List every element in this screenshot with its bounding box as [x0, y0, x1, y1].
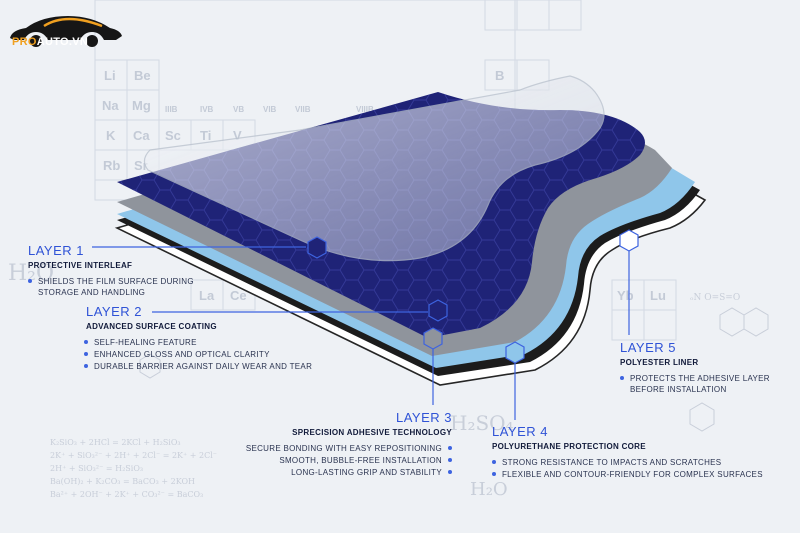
layer-1-marker: [307, 236, 327, 259]
layer-4-bullet: STRONG RESISTANCE TO IMPACTS AND SCRATCH…: [492, 457, 792, 468]
chemistry-formulas-background: K₂SiO₃ + 2HCl = 2KCl + H₂SiO₃ 2K⁺ + SiO₃…: [8, 261, 769, 500]
element-la: La: [199, 288, 215, 303]
group-vb: VB: [233, 105, 244, 114]
svg-text:2H⁺ + SiO₃²⁻ = H₂SiO₃: 2H⁺ + SiO₃²⁻ = H₂SiO₃: [50, 464, 143, 473]
layer-2-callout: LAYER 2 ADVANCED SURFACE COATING SELF-HE…: [84, 304, 386, 373]
layer-3-callout: LAYER 3 SPRECISION ADHESIVE TECHNOLOGY S…: [200, 410, 452, 479]
element-ce: Ce: [230, 288, 247, 303]
layer-3-subtitle: SPRECISION ADHESIVE TECHNOLOGY: [292, 428, 452, 437]
layer-3-bullet-text: SECURE BONDING WITH EASY REPOSITIONING: [245, 444, 442, 453]
element-mg: Mg: [132, 98, 151, 113]
layer-4-subtitle: POLYURETHANE PROTECTION CORE: [492, 442, 646, 451]
layer-2-bullet: SELF-HEALING FEATURE: [84, 337, 386, 348]
bullet-dot-icon: [448, 446, 452, 450]
element-ca: Ca: [133, 128, 150, 143]
svg-text:K₂SiO₃ + 2HCl = 2KCl + H₂SiO₃: K₂SiO₃ + 2HCl = 2KCl + H₂SiO₃: [50, 438, 181, 447]
element-be: Be: [134, 68, 151, 83]
layer-2-subtitle: ADVANCED SURFACE COATING: [86, 322, 217, 331]
brand-prefix: PRO: [12, 36, 37, 48]
bullet-dot-icon: [620, 376, 624, 380]
layer-1-subtitle: PROTECTIVE INTERLEAF: [28, 261, 133, 270]
layer-2-marker: [428, 299, 448, 322]
layer-4-callout: LAYER 4 POLYURETHANE PROTECTION CORE STR…: [492, 424, 792, 481]
bullet-dot-icon: [28, 279, 32, 283]
layer-4-marker: [505, 341, 525, 364]
svg-text:Ba(OH)₂ + K₂CO₃ = BaCO₃ + 2KOH: Ba(OH)₂ + K₂CO₃ = BaCO₃ + 2KOH: [50, 477, 195, 486]
layer-2-bullet-text: ENHANCED GLOSS AND OPTICAL CLARITY: [94, 350, 270, 359]
layer-3-title: LAYER 3: [395, 410, 452, 425]
svg-text:H₂O: H₂O: [470, 479, 508, 500]
proauto-logo: PROAUTO.VN: [6, 8, 126, 56]
brand-name: PROAUTO.VN: [12, 36, 88, 48]
layer-1-bullet: SHIELDS THE FILM SURFACE DURING STORAGE …: [28, 276, 228, 298]
element-na: Na: [102, 98, 119, 113]
car-silhouette-icon: [10, 16, 122, 47]
layer-4-title: LAYER 4: [492, 424, 549, 439]
layer-2-bullet-text: DURABLE BARRIER AGAINST DAILY WEAR AND T…: [94, 362, 313, 371]
element-b: B: [495, 68, 504, 83]
layer-5-bullet-text: PROTECTS THE ADHESIVE LAYER BEFORE INSTA…: [630, 374, 770, 394]
layer-1-title: LAYER 1: [28, 243, 85, 258]
layer-3-bullet: LONG-LASTING GRIP AND STABILITY: [200, 467, 452, 478]
film-layers: [114, 75, 707, 386]
layer-3-bullet-text: SMOOTH, BUBBLE-FREE INSTALLATION: [279, 456, 442, 465]
layer-5-callout: LAYER 5 POLYESTER LINER PROTECTS THE ADH…: [620, 340, 798, 396]
element-li: Li: [104, 68, 116, 83]
group-viib: VIIB: [295, 105, 311, 114]
element-lu: Lu: [650, 288, 666, 303]
element-sc: Sc: [165, 128, 181, 143]
svg-text:2K⁺ + SiO₃²⁻ + 2H⁺ + 2Cl⁻ = 2K: 2K⁺ + SiO₃²⁻ + 2H⁺ + 2Cl⁻ = 2K⁺ + 2Cl⁻: [50, 451, 217, 460]
layer-5-bullet: PROTECTS THE ADHESIVE LAYER BEFORE INSTA…: [620, 373, 798, 395]
layer-4-bullet-text: FLEXIBLE AND CONTOUR-FRIENDLY FOR COMPLE…: [502, 470, 763, 479]
layer-3-bullet: SMOOTH, BUBBLE-FREE INSTALLATION: [200, 455, 452, 466]
layer-5-title: LAYER 5: [620, 340, 677, 355]
bullet-dot-icon: [84, 340, 88, 344]
group-vib: VIB: [263, 105, 277, 114]
bullet-dot-icon: [492, 460, 496, 464]
layer-2-bullet-text: SELF-HEALING FEATURE: [94, 338, 197, 347]
bullet-dot-icon: [492, 472, 496, 476]
element-k: K: [106, 128, 116, 143]
layer-3-marker: [423, 327, 443, 350]
brand-suffix: AUTO.VN: [36, 36, 89, 48]
layer-1-callout: LAYER 1 PROTECTIVE INTERLEAF SHIELDS THE…: [28, 243, 228, 299]
layer-3-bullet: SECURE BONDING WITH EASY REPOSITIONING: [200, 443, 452, 454]
element-rb: Rb: [103, 158, 120, 173]
bullet-dot-icon: [448, 470, 452, 474]
svg-text:H₂SO₄: H₂SO₄: [450, 411, 514, 435]
group-viiib: VIIIB: [356, 105, 374, 114]
svg-text:ₒN O=S=O: ₒN O=S=O: [690, 293, 740, 303]
layer-5-marker: [619, 229, 639, 252]
periodic-table-background: Li Be Na Mg K Ca Sc Ti V Rb Sr La Ce III…: [94, 0, 677, 341]
element-ti: Ti: [200, 128, 211, 143]
layer-2-title: LAYER 2: [86, 304, 143, 319]
layer-4-bullet-text: STRONG RESISTANCE TO IMPACTS AND SCRATCH…: [502, 458, 722, 467]
bullet-dot-icon: [84, 352, 88, 356]
element-v: V: [233, 128, 242, 143]
callout-lines: [92, 229, 639, 420]
layer-3-bullet-text: LONG-LASTING GRIP AND STABILITY: [291, 468, 442, 477]
layer-2-bullet: DURABLE BARRIER AGAINST DAILY WEAR AND T…: [84, 361, 386, 372]
svg-text:Ba²⁺ + 2OH⁻ + 2K⁺ + CO₃²⁻ = Ba: Ba²⁺ + 2OH⁻ + 2K⁺ + CO₃²⁻ = BaCO₃: [50, 490, 203, 499]
element-yb: Yb: [617, 288, 634, 303]
bullet-dot-icon: [448, 458, 452, 462]
group-iiib: IIIB: [165, 105, 178, 114]
layer-5-subtitle: POLYESTER LINER: [620, 358, 699, 367]
group-ivb: IVB: [200, 105, 214, 114]
bullet-dot-icon: [84, 364, 88, 368]
layer-1-shape: [143, 75, 605, 262]
layer-4-bullet: FLEXIBLE AND CONTOUR-FRIENDLY FOR COMPLE…: [492, 469, 792, 480]
layer-1-bullet-text: SHIELDS THE FILM SURFACE DURING STORAGE …: [38, 277, 194, 297]
layer-2-bullet: ENHANCED GLOSS AND OPTICAL CLARITY: [84, 349, 386, 360]
